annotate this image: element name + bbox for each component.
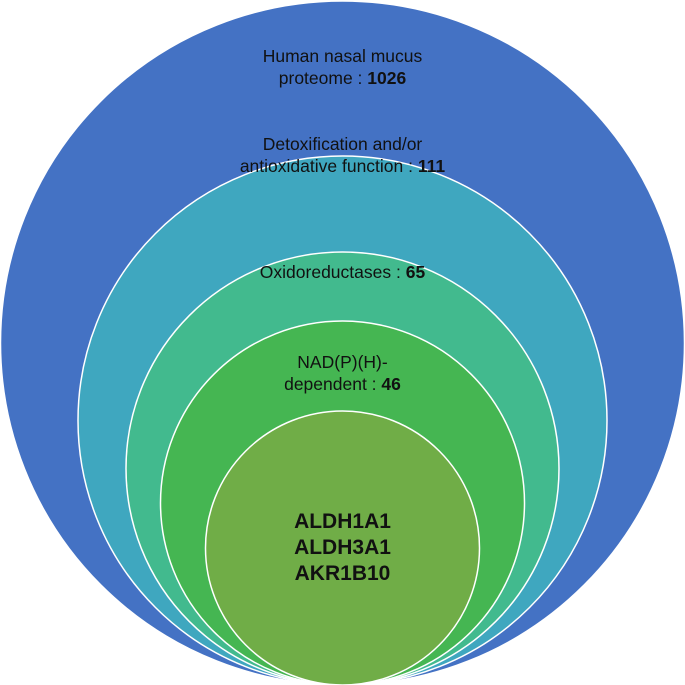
circle-core-genes [204, 410, 481, 685]
level-count: 46 [381, 374, 401, 394]
gene-aldh1a1: ALDH1A1 [294, 510, 391, 533]
label-detoxification: Detoxification and/or antioxidative func… [232, 133, 453, 177]
level-label: Detoxification and/or antioxidative func… [239, 134, 423, 176]
label-oxidoreductases: Oxidoreductases : 65 [200, 261, 485, 283]
label-nasal-mucus-proteome: Human nasal mucus proteome : 1026 [235, 45, 450, 89]
gene-aldh3a1: ALDH3A1 [294, 536, 391, 559]
level-label: NAD(P)(H)-dependent : [284, 352, 388, 394]
level-label: Oxidoreductases : [259, 262, 401, 282]
gene-akr1b10: AKR1B10 [294, 562, 391, 585]
level-count: 65 [405, 262, 426, 282]
core-gene-list: ALDH1A1 ALDH3A1 AKR1B10 [242, 509, 443, 587]
level-label: Human nasal mucus proteome : [262, 46, 423, 88]
level-count: 1026 [367, 68, 407, 88]
label-nadph-dependent: NAD(P)(H)-dependent : 46 [270, 351, 415, 395]
level-count: 111 [417, 156, 446, 176]
